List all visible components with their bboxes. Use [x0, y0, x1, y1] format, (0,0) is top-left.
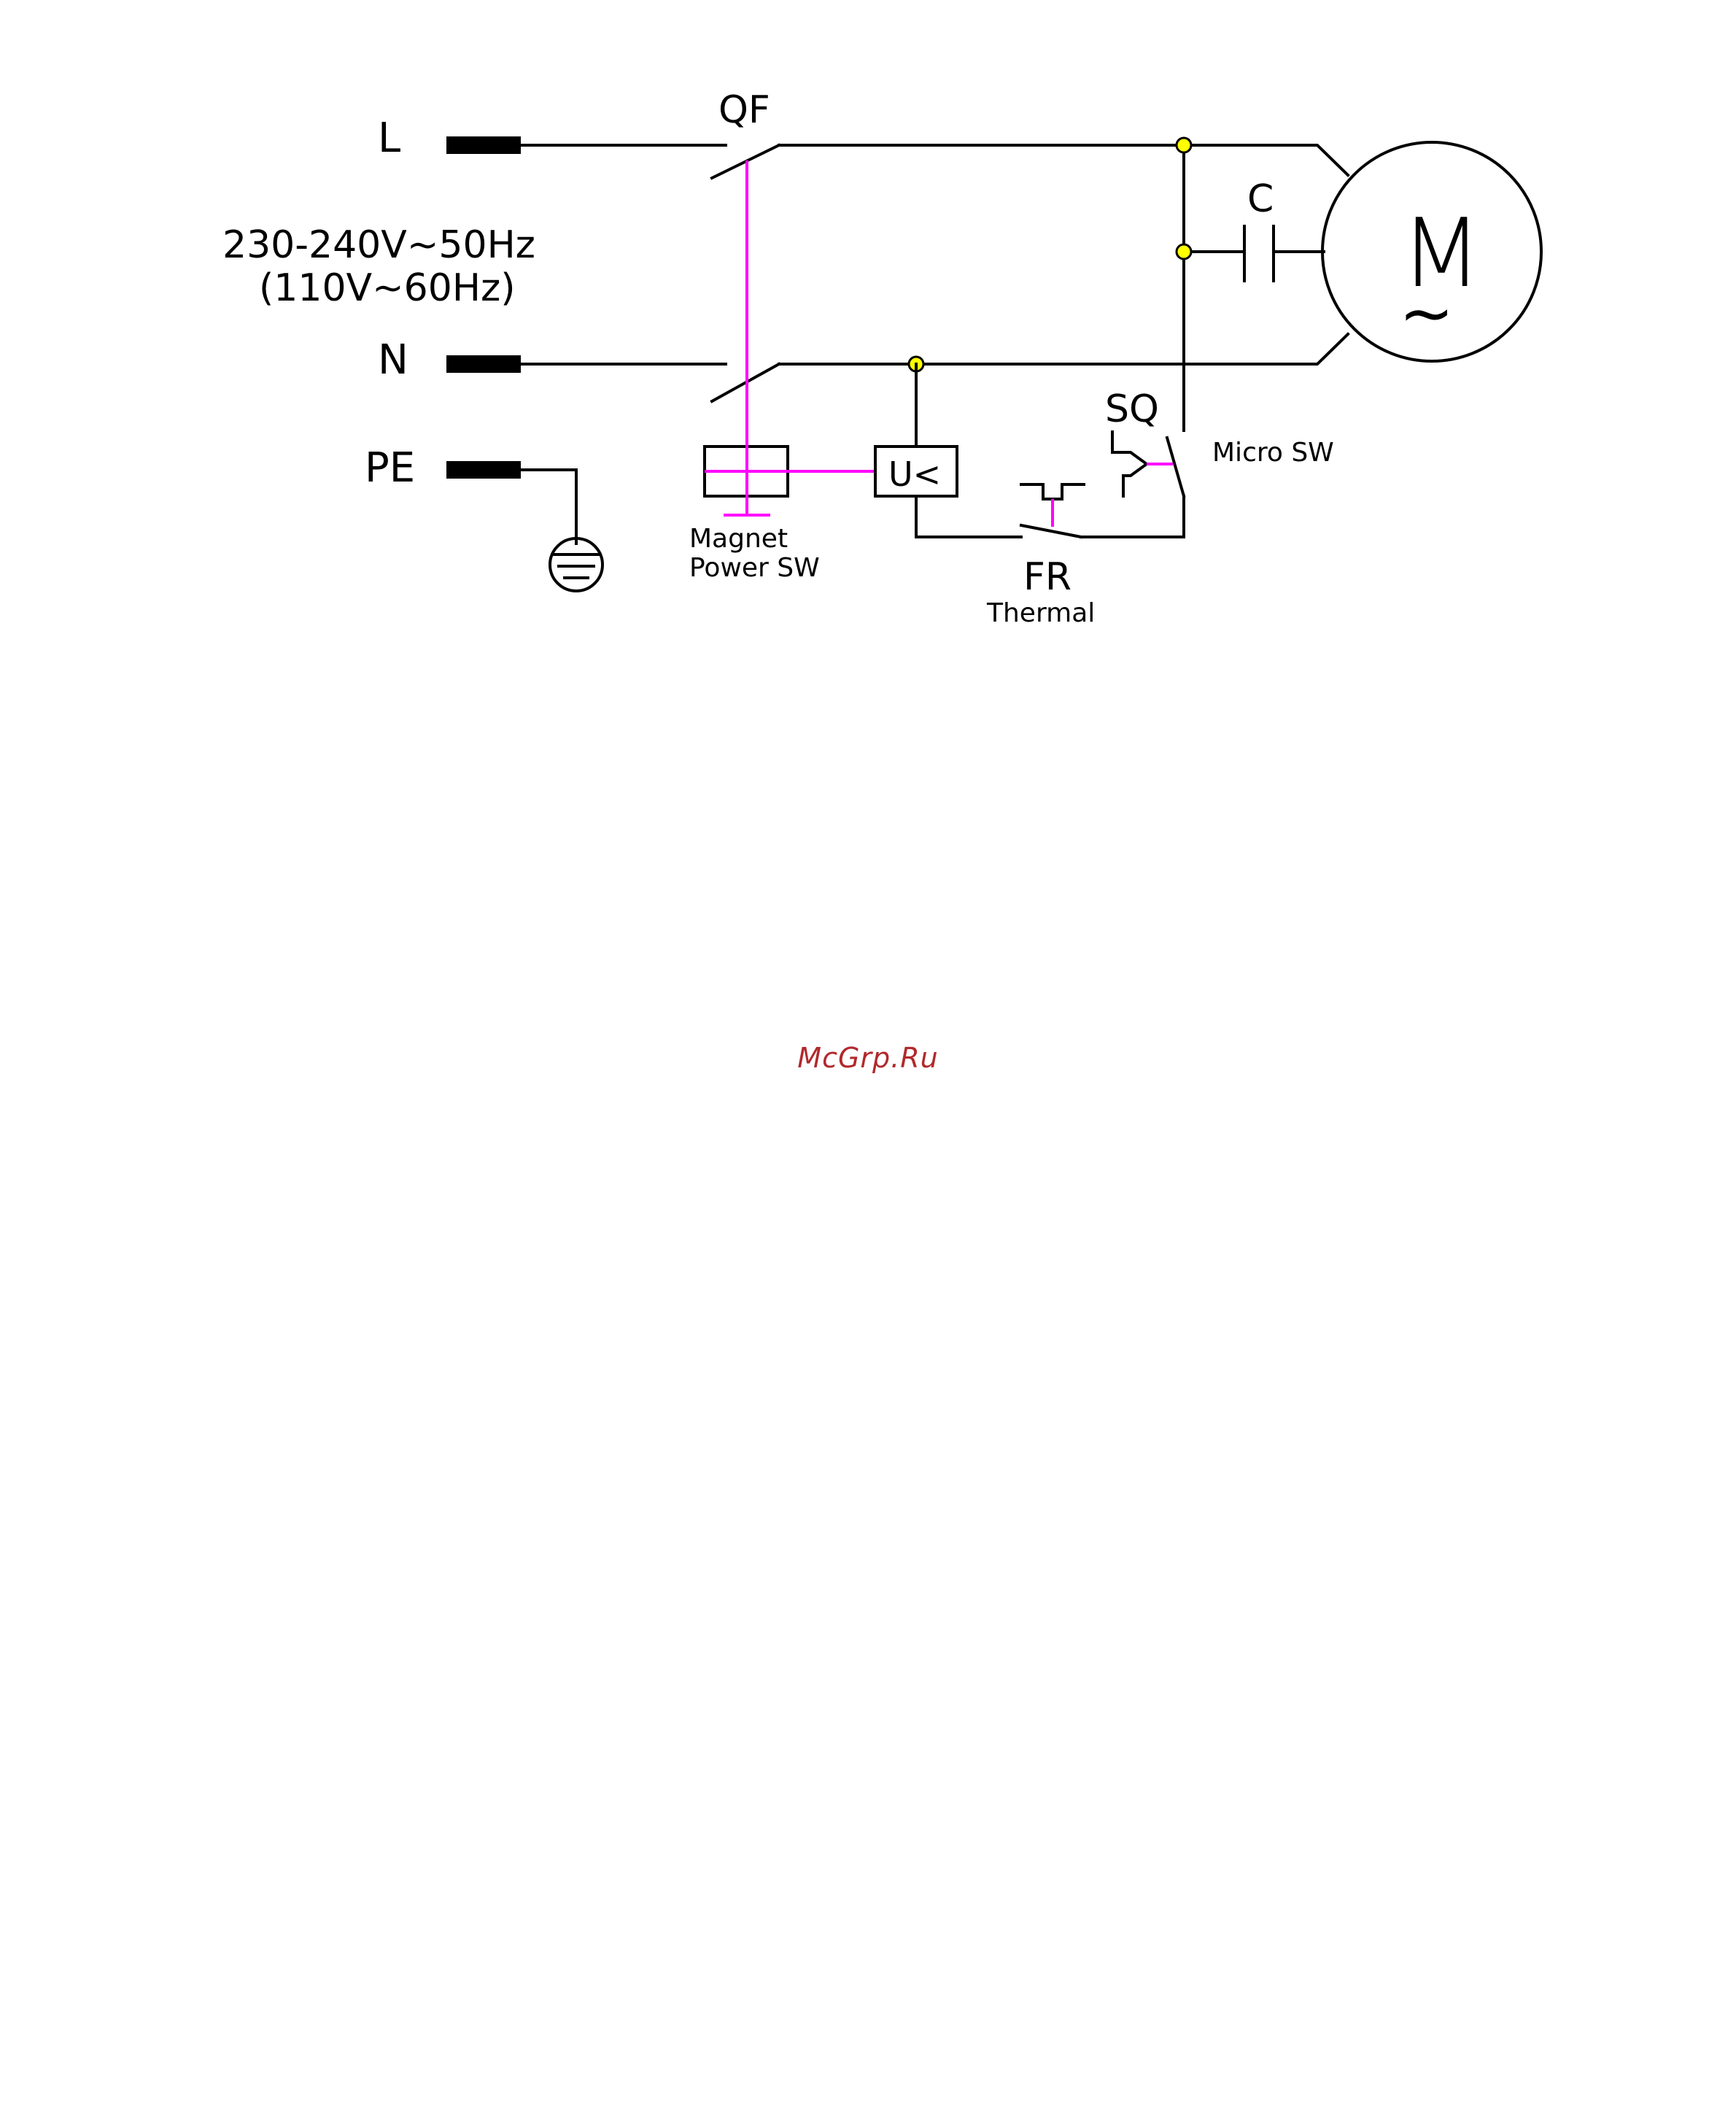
earth-symbol [521, 470, 602, 591]
terminal-n-label: N [378, 336, 408, 384]
thermal-label: Thermal [986, 598, 1095, 628]
junction-line [1177, 138, 1191, 152]
breaker-qf [521, 145, 779, 401]
watermark-text: McGrp.Ru [0, 1042, 1736, 1074]
magnet-switch-label-line1: Magnet [689, 524, 788, 554]
terminal-pe-label: PE [365, 444, 415, 492]
micro-switch-label: Micro SW [1212, 438, 1334, 468]
micro-switch [1112, 432, 1184, 496]
capacitor [1184, 226, 1324, 281]
magnet-switch-label-line2: Power SW [689, 553, 820, 583]
undervoltage-label: U< [888, 455, 941, 494]
breaker-label: QF [718, 88, 770, 132]
terminal-n-bar [446, 355, 521, 373]
supply-voltage-alt: (110V~60Hz) [259, 266, 516, 310]
neutral-wire [779, 334, 1348, 364]
terminal-l-label: L [378, 115, 400, 162]
motor-ac-symbol: ~ [1399, 275, 1454, 352]
thermal-id-label: FR [1023, 555, 1072, 599]
line-wire [779, 145, 1348, 175]
terminal-pe-bar [446, 461, 521, 479]
terminal-l-bar [446, 136, 521, 154]
supply-voltage: 230-240V~50Hz [222, 223, 535, 267]
wiring-diagram: L N PE 230-240V~50Hz (110V~60Hz) QF C [0, 0, 1736, 730]
micro-switch-id-label: SQ [1105, 387, 1159, 431]
junction-capacitor [1177, 244, 1191, 259]
thermal-relay [1021, 484, 1084, 537]
capacitor-label: C [1247, 177, 1274, 221]
magnet-power-switch [705, 161, 875, 515]
